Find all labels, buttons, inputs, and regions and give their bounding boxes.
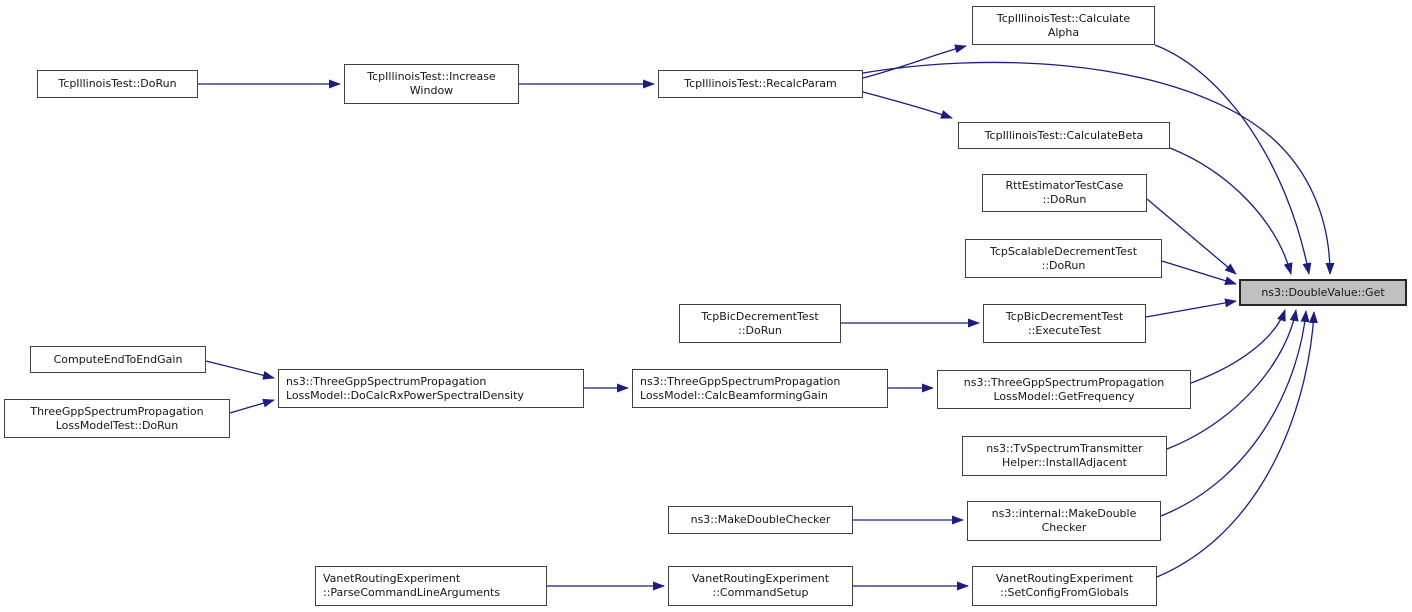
node-threegpplossmodeltest-dorun[interactable]: ThreeGppSpectrumPropagation LossModelTes… xyxy=(4,399,230,438)
edge-recalc-param-calc-beta xyxy=(862,91,953,119)
node-ns3-doublevalue-get: ns3::DoubleValue::Get xyxy=(1239,279,1407,306)
node-tcpillinoistest-recalcparam[interactable]: TcpIllinoisTest::RecalcParam xyxy=(658,70,863,98)
node-ns3-internal-makedoublechecker[interactable]: ns3::internal::MakeDouble Checker xyxy=(967,501,1161,541)
edge-get-frequency-double-value-get xyxy=(1190,309,1286,384)
edge-install-adjacent-double-value-get xyxy=(1166,309,1299,450)
node-tcpbicdecrementtest-dorun[interactable]: TcpBicDecrementTest ::DoRun xyxy=(679,304,841,343)
edge-recalc-param-calc-alpha xyxy=(862,44,967,79)
node-ns3-threegpp-calcbeamforminggain[interactable]: ns3::ThreeGppSpectrumPropagation LossMod… xyxy=(632,369,888,408)
edge-compute-gain-docalc xyxy=(205,360,275,380)
node-tcpillinoistest-dorun[interactable]: TcpIllinoisTest::DoRun xyxy=(37,70,198,98)
edge-calc-alpha-double-value-get xyxy=(1154,44,1312,275)
node-tcpillinoistest-calculatealpha[interactable]: TcpIllinoisTest::Calculate Alpha xyxy=(972,6,1155,45)
node-ns3-threegpp-getfrequency[interactable]: ns3::ThreeGppSpectrumPropagation LossMod… xyxy=(937,370,1191,409)
node-tcpscalabledecrementtest-dorun[interactable]: TcpScalableDecrementTest ::DoRun xyxy=(965,239,1162,278)
node-computeendtoendgain[interactable]: ComputeEndToEndGain xyxy=(30,346,206,373)
node-vanetroutingexperiment-setconfigfromglobals[interactable]: VanetRoutingExperiment ::SetConfigFromGl… xyxy=(972,566,1157,606)
edge-internal-make-checker-double-value-get xyxy=(1160,310,1310,517)
edge-recalc-param-double-value-get xyxy=(862,61,1335,275)
node-ns3-tvspectrumtransmitterhelper-installadjacent[interactable]: ns3::TvSpectrumTransmitter Helper::Insta… xyxy=(962,436,1167,476)
edge-threegpp-test-dorun-docalc xyxy=(229,398,275,414)
node-tcpillinoistest-calculatebeta[interactable]: TcpIllinoisTest::CalculateBeta xyxy=(958,122,1170,149)
node-ns3-threegpp-docalcrxpowerspectraldensity[interactable]: ns3::ThreeGppSpectrumPropagation LossMod… xyxy=(278,369,584,408)
node-vanetroutingexperiment-commandsetup[interactable]: VanetRoutingExperiment ::CommandSetup xyxy=(668,566,853,606)
edge-scalable-dorun-double-value-get xyxy=(1161,260,1237,286)
edge-set-config-double-value-get xyxy=(1156,311,1318,578)
edge-bic-execute-double-value-get xyxy=(1145,298,1237,318)
node-vanetroutingexperiment-parsecommandlinearguments[interactable]: VanetRoutingExperiment ::ParseCommandLin… xyxy=(315,566,547,606)
node-rttestimatortestcase-dorun[interactable]: RttEstimatorTestCase ::DoRun xyxy=(982,174,1147,212)
edge-calc-beta-double-value-get xyxy=(1169,147,1293,275)
node-tcpillinoistest-increasewindow[interactable]: TcpIllinoisTest::Increase Window xyxy=(344,64,519,104)
node-ns3-makedoublechecker[interactable]: ns3::MakeDoubleChecker xyxy=(668,506,853,534)
node-tcpbicdecrementtest-executetest[interactable]: TcpBicDecrementTest ::ExecuteTest xyxy=(983,304,1146,343)
edge-rtt-dorun-double-value-get xyxy=(1146,198,1237,275)
